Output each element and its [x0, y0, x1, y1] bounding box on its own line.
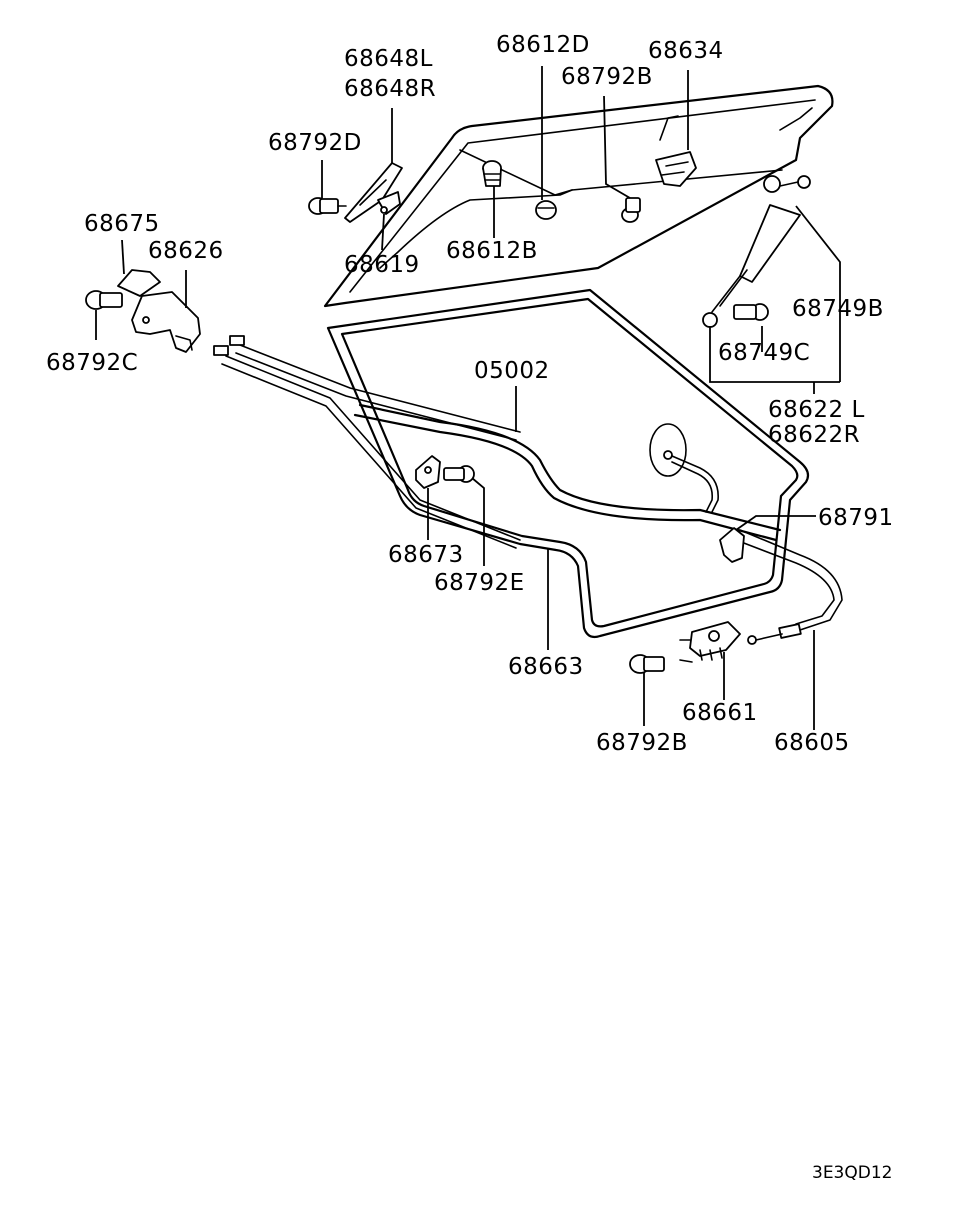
label-68648R: 68648R: [344, 76, 436, 102]
trunk-lid: [323, 84, 834, 308]
release-cable: [213, 335, 843, 645]
label-68612B: 68612B: [446, 238, 538, 264]
label-05002: 05002: [474, 358, 550, 384]
label-68605: 68605: [774, 730, 850, 756]
bolt-icon: [85, 290, 123, 310]
label-68612D: 68612D: [496, 32, 590, 58]
latch-icon: [679, 621, 741, 663]
label-68792B-bottom: 68792B: [596, 730, 688, 756]
gas-strut-icon: [702, 175, 811, 328]
label-68673: 68673: [388, 542, 464, 568]
bolt-icon: [308, 197, 347, 215]
part-labels: 68648L 68648R 68612D 68792B 68634 68792D…: [46, 32, 894, 756]
label-68619: 68619: [344, 252, 420, 278]
label-68648L: 68648L: [344, 46, 433, 72]
diagram-code: 3E3QD12: [812, 1163, 892, 1183]
label-68663: 68663: [508, 654, 584, 680]
bolt-icon: [629, 654, 665, 674]
bolt-icon: [621, 197, 641, 223]
label-68661: 68661: [682, 700, 758, 726]
label-68792C: 68792C: [46, 350, 138, 376]
lock-cylinder-68673: [415, 455, 441, 489]
leader-lines: [95, 66, 841, 730]
bolt-icon: [443, 465, 475, 483]
bolt-icon: [733, 303, 769, 321]
hinge-68648: [344, 162, 403, 223]
weatherstrip-seal: [326, 288, 810, 639]
clip-68791: [719, 527, 745, 563]
striker-68634: [655, 115, 697, 187]
label-68749B: 68749B: [792, 296, 884, 322]
inner-lining: [353, 403, 782, 542]
label-68791: 68791: [818, 505, 894, 531]
antenna-wire: [649, 423, 719, 513]
label-68634: 68634: [648, 38, 724, 64]
bumper-icon: [535, 200, 557, 220]
label-68749C: 68749C: [718, 340, 810, 366]
hinge-68626: [117, 269, 201, 353]
label-68622L: 68622 L: [768, 397, 865, 423]
label-68622R: 68622R: [768, 422, 860, 448]
label-68626: 68626: [148, 238, 224, 264]
label-68792B-top: 68792B: [561, 64, 653, 90]
label-68792D: 68792D: [268, 130, 362, 156]
label-68792E: 68792E: [434, 570, 525, 596]
bumper-icon: [482, 160, 502, 187]
label-68675: 68675: [84, 211, 160, 237]
